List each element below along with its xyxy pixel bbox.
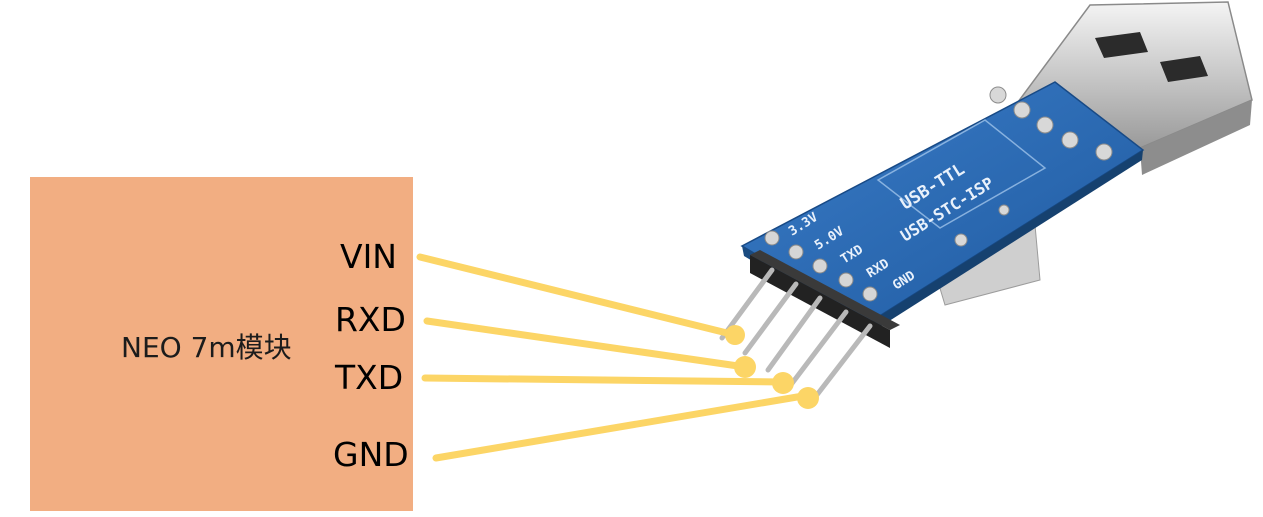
wire-end-rxd xyxy=(734,356,756,378)
wire-end-txd xyxy=(772,372,794,394)
pin-label-txd: TXD xyxy=(335,358,404,397)
pin-label-vin: VIN xyxy=(340,237,397,276)
wire-rxd xyxy=(423,317,749,371)
pin-label-gnd: GND xyxy=(333,435,409,474)
connection-wires xyxy=(416,253,807,462)
pin-label-rxd: RXD xyxy=(335,300,406,339)
wire-txd xyxy=(421,374,787,386)
wire-vin xyxy=(416,253,739,339)
wire-endpoints xyxy=(725,325,819,409)
wire-end-gnd xyxy=(797,387,819,409)
wire-gnd xyxy=(432,392,807,462)
neo-7m-module-block xyxy=(30,177,413,511)
module-label: NEO 7m模块 xyxy=(121,331,292,364)
wire-end-vin xyxy=(725,325,745,345)
